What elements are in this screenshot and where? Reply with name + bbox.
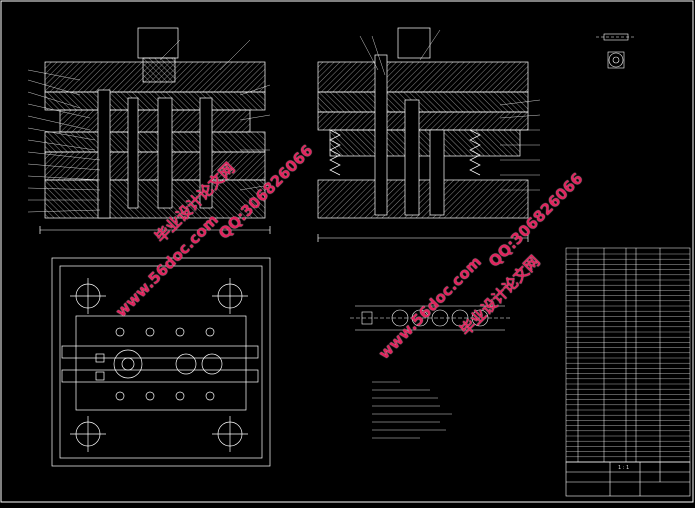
parts-list-rows	[566, 253, 690, 463]
title-block-scale: 1 : 1	[618, 465, 630, 471]
title-block	[565, 461, 691, 497]
strip-layout	[350, 305, 510, 331]
part-detail	[596, 33, 636, 69]
top-view	[51, 257, 271, 467]
technical-notes	[372, 381, 452, 439]
side-leader-lines	[359, 29, 541, 191]
side-section-view	[317, 27, 529, 242]
front-leader-lines	[27, 39, 271, 213]
front-section-view	[39, 27, 271, 234]
